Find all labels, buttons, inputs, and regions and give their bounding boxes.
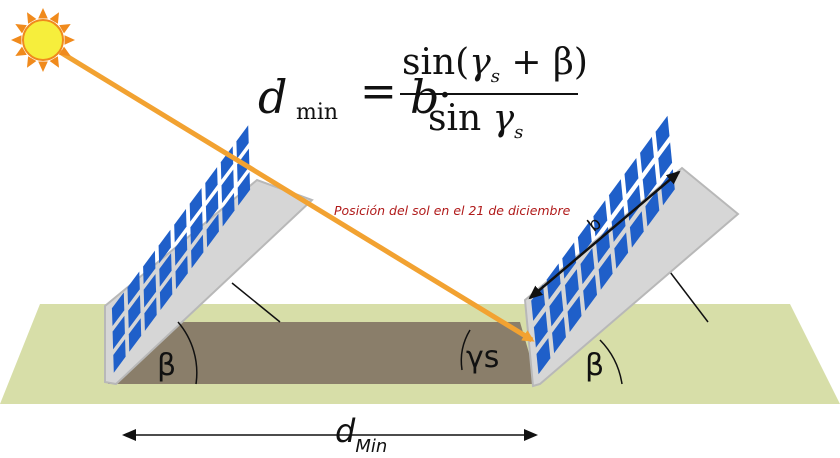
solar-cell — [174, 208, 187, 243]
solar-cell — [111, 292, 125, 326]
formula-fraction-bar — [400, 93, 578, 95]
sun-ray-spike — [27, 12, 37, 24]
formula-equals: = — [360, 66, 397, 117]
sun-ray-spike — [59, 46, 71, 56]
formula-lhs-sub: min — [296, 100, 339, 125]
distance-label: dMin — [335, 412, 388, 457]
beta-label-left: β — [157, 348, 177, 383]
sun-icon — [11, 8, 75, 72]
solar-cell — [128, 294, 141, 329]
solar-cell — [158, 229, 171, 264]
solar-cell — [205, 190, 219, 224]
solar-cell — [533, 311, 548, 348]
formula-denominator: sin γs — [428, 98, 524, 143]
left-solar-panel — [104, 125, 314, 386]
sun-ray-spike — [27, 56, 37, 68]
solar-cell — [655, 115, 670, 152]
shadow-area — [108, 322, 538, 384]
solar-cell — [221, 169, 234, 204]
solar-cell — [236, 125, 249, 159]
solar-cell — [205, 167, 218, 201]
gamma-arc — [460, 329, 471, 371]
solar-cell — [222, 192, 235, 227]
solar-cell — [175, 255, 188, 290]
solar-cell — [112, 315, 125, 350]
formula-lhs: d — [258, 70, 288, 124]
sun-ray-spike — [15, 46, 27, 56]
minimum-distance-formula: d min = b · sin(γs + β) sin γs — [250, 40, 590, 150]
solar-cell — [143, 274, 157, 308]
solar-cell — [552, 316, 566, 354]
solar-cell — [189, 188, 203, 222]
solar-cell — [113, 339, 126, 373]
solar-cell — [127, 271, 140, 306]
panel-length-arrow — [528, 170, 681, 300]
solar-cell — [143, 250, 156, 285]
solar-cell — [567, 295, 582, 332]
solar-cell — [174, 232, 188, 266]
gamma-s-label: γs — [466, 340, 500, 375]
sun-ray-spike — [49, 12, 59, 24]
left-panel-support — [231, 282, 281, 323]
solar-cell — [190, 211, 203, 245]
beta-arc-right — [599, 339, 623, 385]
sun-ray — [58, 49, 535, 343]
sun-ray-spike — [49, 56, 59, 68]
beta-arc-left — [177, 321, 198, 385]
solar-cell — [144, 297, 157, 331]
solar-cell — [159, 276, 173, 310]
formula-dot: · — [438, 70, 452, 121]
formula-b: b — [410, 70, 440, 124]
solar-cell — [536, 338, 551, 375]
formula-numerator: sin(γs + β) — [402, 42, 588, 87]
beta-label-right: β — [585, 348, 605, 383]
solar-cell — [128, 318, 142, 352]
solar-cell — [159, 253, 172, 287]
solar-cell — [237, 172, 251, 206]
sun-ray-spike — [64, 35, 75, 45]
sun-ray-spike — [11, 35, 22, 45]
left-panel-cells — [111, 125, 251, 373]
sun-position-label: Posición del sol en el 21 de diciembre — [334, 203, 571, 218]
solar-cell — [191, 234, 204, 269]
sun-ray-spike — [38, 8, 48, 19]
sun-ray-spike — [59, 24, 71, 34]
solar-cell — [658, 142, 673, 179]
solar-cell — [206, 213, 219, 248]
sun-ray-spike — [38, 61, 48, 72]
solar-cell — [640, 136, 654, 174]
sun-ray-spike — [15, 24, 27, 34]
